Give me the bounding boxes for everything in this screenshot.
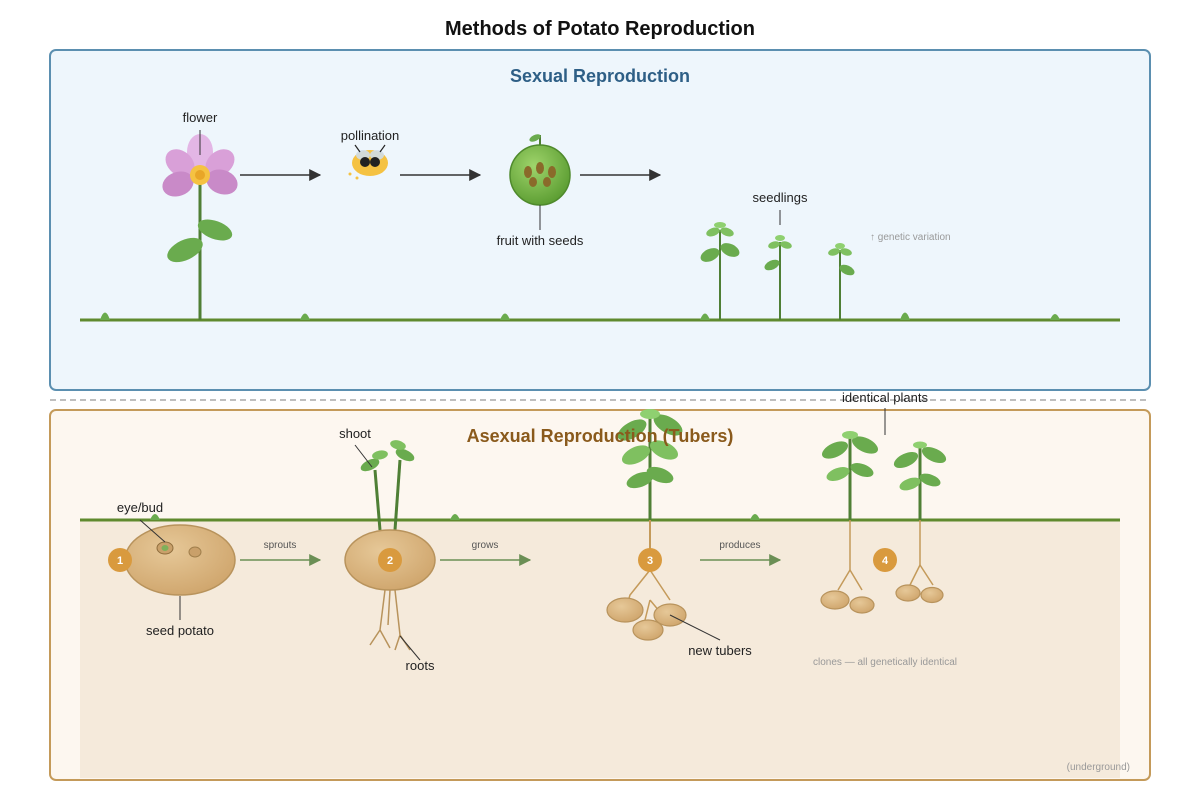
- identical-plants-label: identical plants: [842, 390, 928, 405]
- potato-plant-icon: [606, 409, 687, 641]
- step-number: 2: [387, 555, 393, 567]
- new-tubers-label: new tubers: [688, 643, 752, 658]
- sexual-panel-box: [49, 49, 1151, 391]
- soil-area: [80, 520, 1120, 778]
- eye-bud-label: eye/bud: [117, 500, 163, 515]
- step-badge: [873, 548, 897, 572]
- seed-potato-label: seed potato: [146, 623, 214, 638]
- underground-note: (underground): [1067, 762, 1130, 773]
- diagram-title: Methods of Potato Reproduction: [445, 18, 755, 40]
- roots-label: roots: [406, 658, 435, 673]
- bee-icon: [348, 144, 388, 180]
- new-tubers-leader-line: [669, 614, 721, 641]
- step-number: 3: [647, 555, 653, 567]
- seedling-icon: [828, 243, 855, 320]
- step-badge: [378, 548, 402, 572]
- seedling-icon: [700, 222, 740, 320]
- clones-note: clones — all genetically identical: [813, 657, 957, 668]
- flower-label: flower: [183, 110, 218, 125]
- pollination-label: pollination: [341, 128, 400, 143]
- arrow-produces-label: produces: [719, 540, 760, 551]
- flower-icon: [162, 134, 238, 320]
- fruit-label: fruit with seeds: [497, 233, 584, 248]
- shoot-label: shoot: [339, 426, 371, 441]
- eye-leader-line: [139, 519, 166, 543]
- arrow-grows-label: grows: [472, 540, 499, 551]
- step-number: 1: [117, 555, 123, 567]
- genetic-variation-note: ↑ genetic variation: [870, 232, 951, 243]
- roots-leader-line: [399, 635, 421, 661]
- asexual-panel: eye/bud seed potato 1 sprouts shoot root…: [49, 390, 1151, 781]
- clone-plants-icon: [820, 431, 947, 614]
- step-badge: [638, 548, 662, 572]
- sexual-panel: Sexual Reproduction flower: [49, 49, 1151, 391]
- arrow-sprouts-label: sprouts: [264, 540, 297, 551]
- asexual-panel-title: Asexual Reproduction (Tubers): [467, 426, 734, 446]
- seed-potato-icon: [124, 524, 236, 596]
- sexual-panel-title: Sexual Reproduction: [510, 66, 690, 86]
- seedling-icon: [764, 235, 792, 320]
- shoot-leader-line: [354, 444, 373, 468]
- grass-tufts: [150, 514, 760, 520]
- step-number: 4: [882, 555, 889, 567]
- grass-tufts: [100, 312, 1060, 320]
- seedlings-label: seedlings: [753, 190, 808, 205]
- step-badge: [108, 548, 132, 572]
- fruit-icon: [509, 134, 571, 206]
